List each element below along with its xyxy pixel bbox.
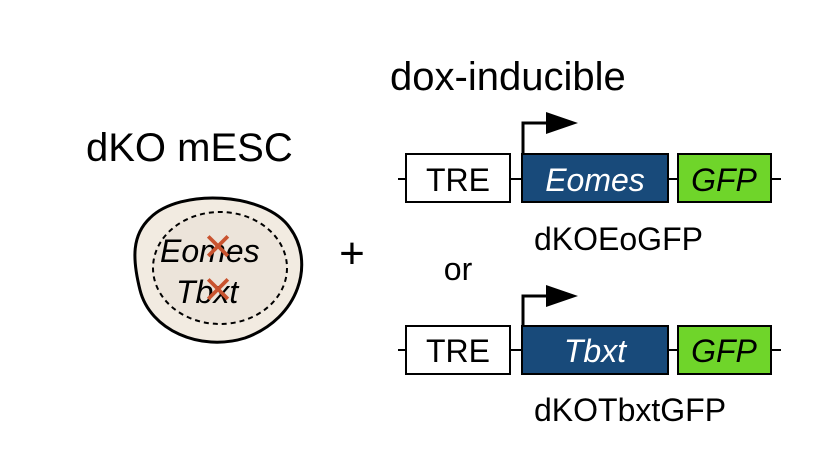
- knockout-cross-eomes-glyph: ✕: [202, 225, 234, 269]
- promoter-arrow: [521, 112, 578, 153]
- promoter-box-tre: [405, 153, 511, 203]
- promoter-box-tre: [405, 325, 511, 375]
- cell-illustration: Eomes Tbxt ✕ ✕: [133, 196, 304, 344]
- construct-name: dKOTbxtGFP: [534, 392, 726, 428]
- cell-line-title: dKO mESC: [86, 126, 293, 170]
- reporter-box-gfp: [677, 153, 772, 203]
- knockout-cross-tbxt-glyph: ✕: [202, 268, 234, 312]
- reporter-label: GFP: [691, 162, 757, 198]
- gene-label-tbxt: Tbxt: [176, 274, 239, 310]
- gene-label-eomes: Eomes: [160, 233, 260, 269]
- reporter-box-gfp: [677, 325, 772, 375]
- knockout-cross-eomes: ✕: [202, 225, 234, 269]
- nucleus-outline: [152, 211, 288, 325]
- knockout-cross-tbxt: ✕: [202, 268, 234, 312]
- promoter-label: TRE: [426, 162, 490, 198]
- construct-header: dox-inducible: [390, 55, 626, 99]
- construct-eomes: TRE Eomes GFP dKOEoGFP: [398, 112, 781, 257]
- or-connector: or: [444, 251, 473, 287]
- reporter-label: GFP: [691, 333, 757, 369]
- construct-name: dKOEoGFP: [534, 221, 703, 257]
- gene-box-eomes: [521, 153, 669, 203]
- promoter-label: TRE: [426, 333, 490, 369]
- gene-label: Tbxt: [564, 333, 627, 369]
- plus-sign: +: [339, 229, 365, 278]
- gene-label: Eomes: [545, 162, 645, 198]
- promoter-arrow: [521, 285, 578, 325]
- gene-box-tbxt: [521, 325, 669, 375]
- construct-tbxt: TRE Tbxt GFP dKOTbxtGFP: [398, 285, 781, 428]
